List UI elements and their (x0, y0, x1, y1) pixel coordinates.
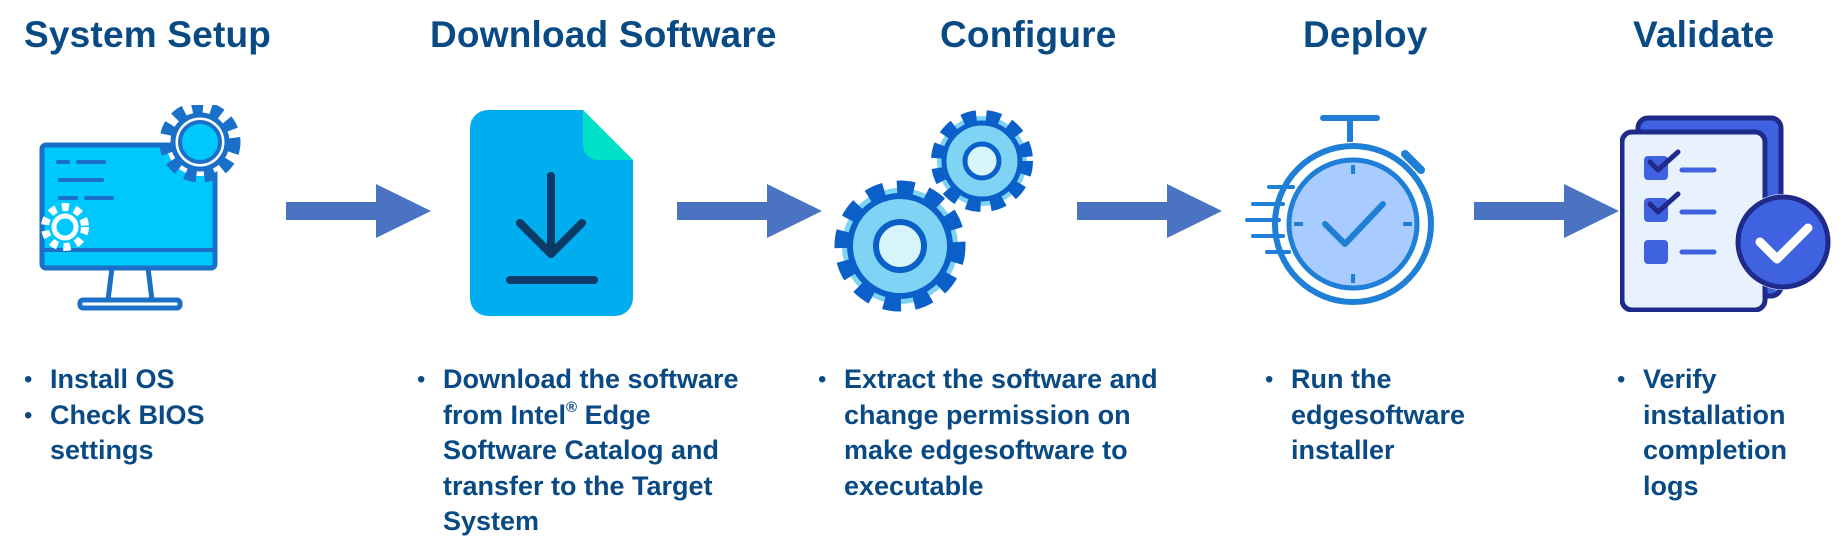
file-download-icon (470, 110, 633, 316)
bullet-item: Extract the software and change permissi… (818, 362, 1158, 504)
bullet-item: Install OS (24, 362, 224, 398)
step-title-download-software: Download Software (430, 14, 777, 55)
arrow-right-icon (286, 184, 431, 238)
arrow-right-icon (677, 184, 822, 238)
step-bullets-validate: Verify installation completion logs (1617, 362, 1817, 504)
step-bullets-configure: Extract the software and change permissi… (818, 362, 1158, 504)
bullet-item: Check BIOS settings (24, 398, 224, 469)
step-bullets-download-software: Download the software from Intel® Edge S… (417, 362, 757, 540)
arrow-right-icon (1077, 184, 1222, 238)
stopwatch-check-icon (1245, 115, 1434, 305)
bullet-item: Verify installation completion logs (1617, 362, 1817, 504)
computer-gear-icon (39, 105, 241, 311)
step-title-deploy: Deploy (1303, 14, 1428, 55)
step-title-system-setup: System Setup (24, 14, 272, 55)
arrow-right-icon (1474, 184, 1619, 238)
step-title-validate: Validate (1633, 14, 1775, 55)
bullet-item: Download the software from Intel® Edge S… (417, 362, 757, 540)
checklist-check-icon (1620, 115, 1831, 312)
step-bullets-deploy: Run the edgesoftware installer (1265, 362, 1465, 469)
step-title-configure: Configure (940, 14, 1117, 55)
step-bullets-system-setup: Install OS Check BIOS settings (24, 362, 224, 469)
gears-icon (834, 110, 1033, 312)
bullet-item: Run the edgesoftware installer (1265, 362, 1465, 469)
